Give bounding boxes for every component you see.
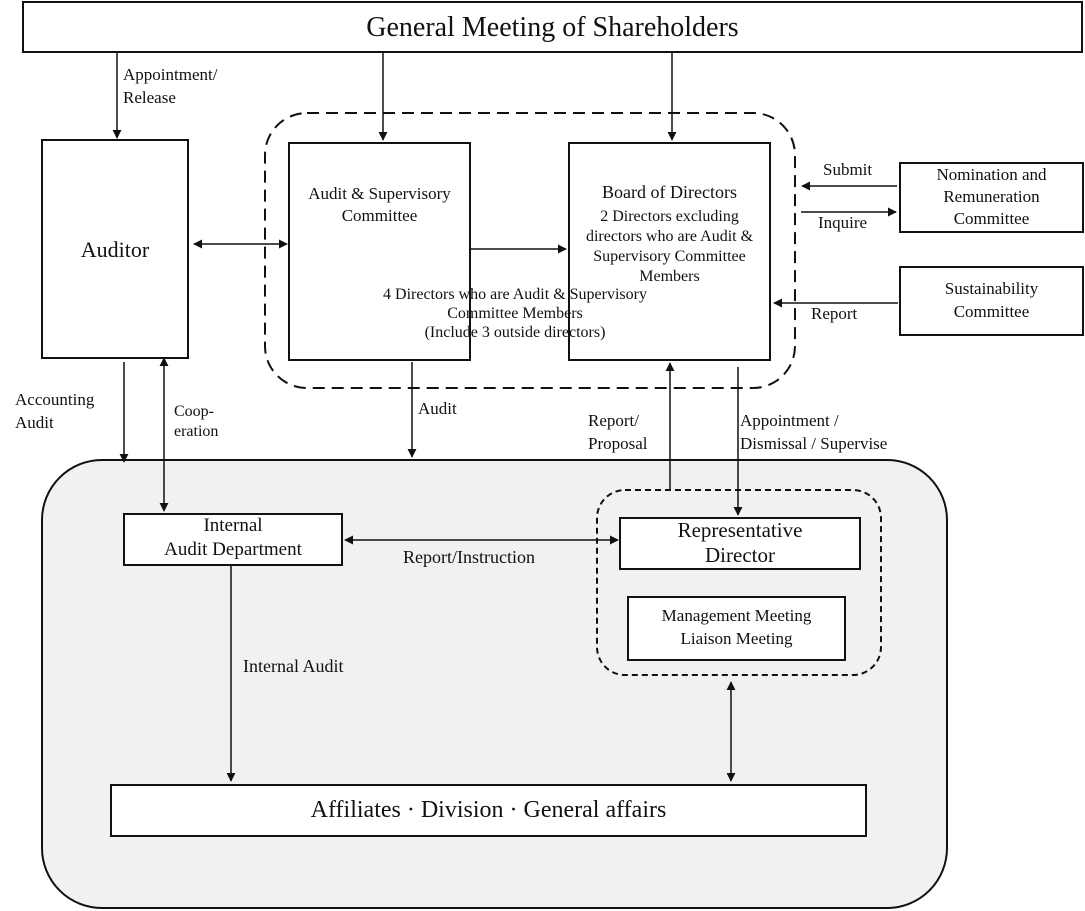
edge-label-submit: Submit: [823, 160, 873, 179]
edge-label-cooperation-2: eration: [174, 423, 219, 440]
internal-audit-department-box: Internal Audit Department: [123, 513, 343, 566]
affiliates-label: Affiliates · Division · General affairs: [310, 797, 667, 823]
audit-committee-title-line2: Committee: [341, 206, 418, 225]
representative-line2: Director: [705, 543, 775, 567]
nomination-line3: Committee: [953, 209, 1030, 228]
board-box: Board of Directors 2 Directors excluding…: [568, 142, 771, 361]
auditor-box: Auditor: [41, 139, 189, 359]
audit-committee-members-line3: (Include 3 outside directors): [424, 324, 606, 341]
edge-label-appointment-release-2: Release: [123, 88, 176, 107]
shareholders-box: General Meeting of Shareholders: [22, 1, 1083, 53]
edge-label-report-instruction: Report/Instruction: [403, 547, 535, 567]
edge-label-report-proposal-2: Proposal: [588, 434, 648, 453]
edge-label-appointment-dismissal-2: Dismissal / Supervise: [740, 434, 888, 453]
edge-label-appointment-release-1: Appointment/: [123, 65, 218, 84]
nomination-line2: Remuneration: [943, 187, 1040, 206]
nomination-committee-box: Nomination and Remuneration Committee: [899, 162, 1084, 233]
representative-director-box: Representative Director: [619, 517, 861, 570]
management-meeting-box: Management Meeting Liaison Meeting: [627, 596, 846, 661]
sustainability-committee-box: Sustainability Committee: [899, 266, 1084, 336]
edge-label-appointment-dismissal-1: Appointment /: [740, 411, 839, 430]
audit-committee-box: Audit & Supervisory Committee: [288, 142, 471, 361]
audit-committee-title-line1: Audit & Supervisory: [308, 184, 451, 203]
auditor-label: Auditor: [80, 237, 150, 262]
edge-label-cooperation-1: Coop-: [174, 403, 214, 420]
internal-audit-line2: Audit Department: [164, 539, 302, 560]
edge-label-internal-audit: Internal Audit: [243, 656, 344, 676]
representative-line1: Representative: [677, 518, 803, 542]
audit-committee-members-line2: Committee Members: [447, 305, 583, 322]
board-line4: Members: [639, 268, 700, 285]
board-line3: Supervisory Committee: [593, 248, 746, 265]
board-line1: 2 Directors excluding: [600, 208, 739, 225]
edge-label-inquire: Inquire: [818, 213, 868, 232]
edge-label-audit: Audit: [418, 399, 457, 418]
audit-committee-members-line1: 4 Directors who are Audit & Supervisory: [383, 286, 647, 303]
edge-label-accounting-audit-2: Audit: [15, 413, 54, 432]
management-line1: Management Meeting: [661, 606, 812, 625]
edge-label-accounting-audit-1: Accounting: [15, 390, 95, 409]
edge-label-report: Report: [811, 304, 858, 323]
shareholders-title: General Meeting of Shareholders: [366, 12, 739, 43]
representative-group-outline: [596, 489, 882, 676]
nomination-line1: Nomination and: [936, 165, 1047, 184]
edge-label-report-proposal-1: Report/: [588, 411, 639, 430]
board-title: Board of Directors: [602, 182, 737, 202]
sustainability-line1: Sustainability: [944, 279, 1039, 298]
affiliates-box: Affiliates · Division · General affairs: [110, 784, 867, 837]
board-group-outline: [264, 112, 796, 389]
board-line2: directors who are Audit &: [585, 228, 754, 245]
management-line2: Liaison Meeting: [680, 629, 793, 648]
sustainability-line2: Committee: [953, 302, 1030, 321]
internal-audit-line1: Internal: [203, 515, 263, 536]
